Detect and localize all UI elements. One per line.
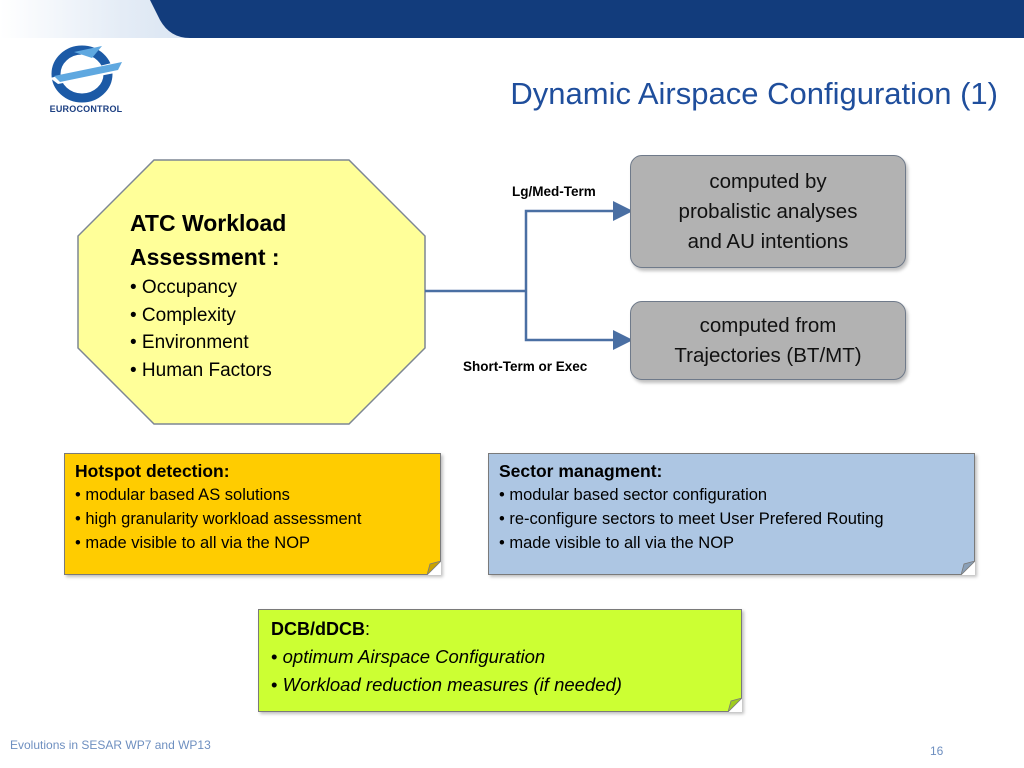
- dcb-title-line: DCB/dDCB:: [271, 615, 729, 643]
- hotspot-item: • made visible to all via the NOP: [75, 534, 311, 552]
- logo-text: EUROCONTROL: [49, 104, 123, 114]
- workload-item: • Human Factors: [130, 359, 272, 381]
- outcome-box-lower: computed from Trajectories (BT/MT): [630, 301, 906, 380]
- dcb-item: • optimum Airspace Configuration: [271, 643, 729, 671]
- outcome-upper-line: computed by: [709, 169, 827, 193]
- outcome-upper-line: probalistic analyses: [678, 199, 858, 223]
- outcome-lower-line: computed from: [699, 313, 837, 337]
- workload-item: • Complexity: [130, 304, 236, 326]
- sector-item: • re-configure sectors to meet User Pref…: [499, 510, 884, 528]
- dcb-item: • Workload reduction measures (if needed…: [271, 671, 729, 699]
- note-fold-icon: [427, 561, 441, 575]
- dcb-title: DCB/dDCB: [271, 619, 365, 639]
- sector-item: • made visible to all via the NOP: [499, 534, 735, 552]
- note-fold-icon: [728, 698, 742, 712]
- upper-branch-label: Lg/Med-Term: [512, 184, 596, 199]
- dcb-title-suffix: :: [365, 619, 371, 639]
- lower-branch-label: Short-Term or Exec: [463, 359, 588, 374]
- eurocontrol-logo-icon: [50, 45, 124, 103]
- hotspot-note: Hotspot detection: • modular based AS so…: [64, 453, 441, 575]
- dcb-note: DCB/dDCB: • optimum Airspace Configurati…: [258, 609, 742, 712]
- page-title: Dynamic Airspace Configuration (1): [510, 76, 998, 111]
- dcb-bullet: •: [271, 674, 283, 695]
- outcome-box-upper: computed by probalistic analyses and AU …: [630, 155, 906, 268]
- outcome-lower-line: Trajectories (BT/MT): [674, 343, 862, 367]
- note-fold-icon: [961, 561, 975, 575]
- workload-title-line1: ATC Workload: [130, 210, 287, 236]
- page-number: 16: [930, 744, 944, 758]
- dcb-item-text: optimum Airspace Configuration: [282, 646, 546, 667]
- hotspot-item: • high granularity workload assessment: [75, 510, 362, 528]
- sector-title: Sector managment:: [499, 461, 663, 481]
- outcome-upper-line: and AU intentions: [687, 229, 849, 253]
- footer-text: Evolutions in SESAR WP7 and WP13: [10, 738, 211, 752]
- hotspot-title: Hotspot detection:: [75, 461, 230, 481]
- workload-text: ATC Workload Assessment : • Occupancy • …: [130, 206, 400, 384]
- workload-item: • Environment: [130, 332, 249, 353]
- workload-octagon: [77, 159, 426, 425]
- connector-upper-branch: [524, 201, 633, 291]
- workload-title-line2: Assessment :: [130, 244, 280, 270]
- connector-lower-branch: [524, 291, 633, 350]
- sector-note: Sector managment: • modular based sector…: [488, 453, 975, 575]
- hotspot-item: • modular based AS solutions: [75, 486, 290, 504]
- dcb-item-text: Workload reduction measures (if needed): [282, 674, 622, 695]
- dcb-bullet: •: [271, 646, 283, 667]
- sector-item: • modular based sector configuration: [499, 486, 768, 504]
- header-band: [0, 0, 1024, 38]
- workload-item: • Occupancy: [130, 277, 237, 298]
